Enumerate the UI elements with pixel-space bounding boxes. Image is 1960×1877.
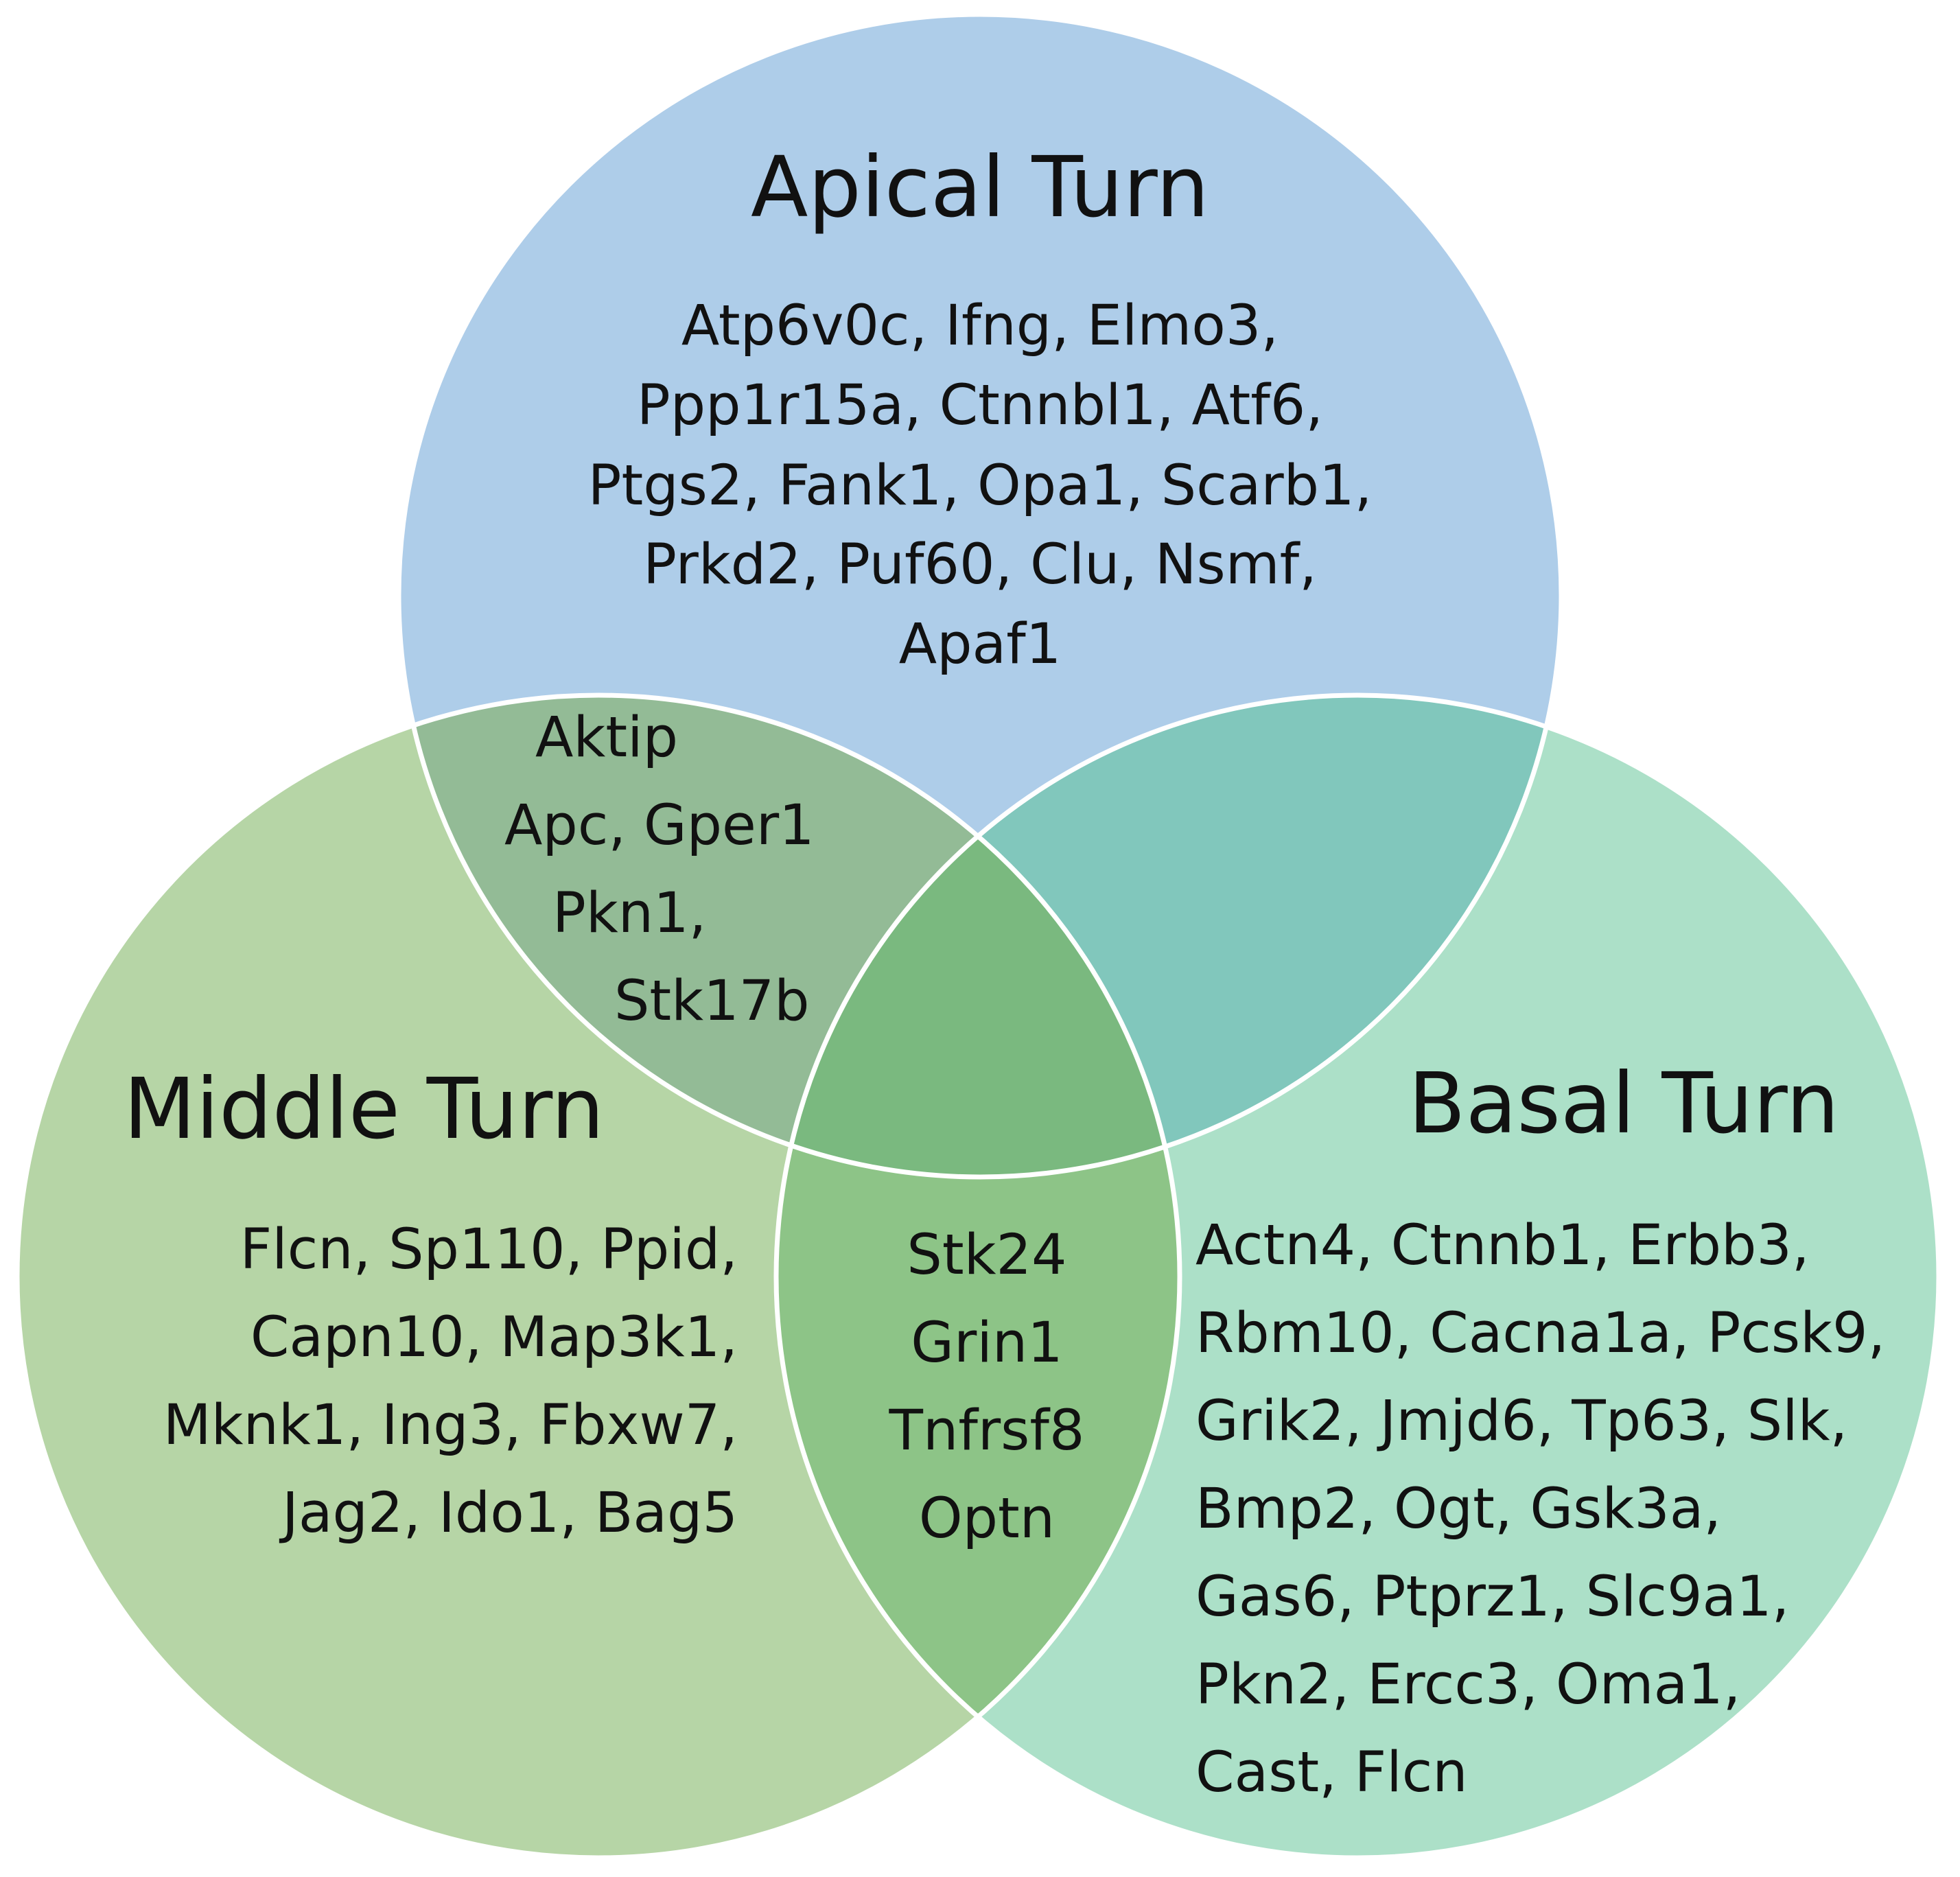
basal-turn-outline [773, 692, 1941, 1861]
gene-line: Rbm10, Cacna1a, Pcsk9, [1195, 1301, 1885, 1366]
gene-line: Flcn, Sp110, Ppid, [240, 1217, 738, 1282]
gene-line: Prkd2, Puf60, Clu, Nsmf, [643, 533, 1317, 597]
gene-line: Stk24 [907, 1223, 1066, 1287]
gene-line: Capn10, Map3k1, [250, 1305, 738, 1370]
gene-line: Atp6v0c, Ifng, Elmo3, [681, 294, 1279, 358]
gene-line: Ppp1r15a, Ctnnbl1, Atf6, [637, 373, 1323, 438]
gene-line: Pkn1, [552, 881, 706, 946]
all-three-overlap [776, 695, 1180, 1177]
gene-line: Ptgs2, Fank1, Opa1, Scarb1, [588, 454, 1373, 518]
gene-line: Aktip [535, 706, 678, 770]
gene-line: Grik2, Jmjd6, Tp63, Slk, [1195, 1389, 1847, 1454]
gene-line: Jag2, Ido1, Bag5 [279, 1481, 738, 1546]
gene-line: Gas6, Ptprz1, Slc9a1, [1195, 1565, 1789, 1629]
gene-line: Stk17b [614, 969, 810, 1034]
basal-only-gene-list: Actn4, Ctnnb1, Erbb3, Rbm10, Cacna1a, Pc… [1195, 1213, 1885, 1805]
gene-line: Optn [919, 1487, 1055, 1551]
apical-only-gene-list: Atp6v0c, Ifng, Elmo3, Ppp1r15a, Ctnnbl1,… [588, 294, 1373, 677]
gene-line: Bmp2, Ogt, Gsk3a, [1195, 1477, 1721, 1541]
middle-turn-outline [14, 692, 1182, 1861]
gene-line: Actn4, Ctnnb1, Erbb3, [1195, 1213, 1810, 1278]
middle-basal-gene-list: Stk24 Grin1 Tnfrsf8 Optn [889, 1223, 1085, 1551]
middle-only-gene-list: Flcn, Sp110, Ppid, Capn10, Map3k1, Mknk1… [163, 1217, 738, 1546]
gene-line: Mknk1, Ing3, Fbxw7, [163, 1393, 738, 1458]
apical-turn-title: Apical Turn [751, 139, 1209, 236]
basal-turn-title: Basal Turn [1408, 1055, 1839, 1152]
gene-line: Apaf1 [899, 612, 1062, 677]
apical-turn-outline [396, 12, 1564, 1180]
gene-line: Cast, Flcn [1195, 1740, 1468, 1805]
gene-line: Tnfrsf8 [889, 1399, 1085, 1463]
gene-line: Pkn2, Ercc3, Oma1, [1195, 1653, 1741, 1717]
middle-turn-title: Middle Turn [124, 1060, 604, 1158]
gene-line: Grin1 [911, 1311, 1062, 1375]
gene-line: Apc, Gper1 [504, 793, 815, 858]
apical-middle-gene-list: Aktip Apc, Gper1 Pkn1, Stk17b [504, 706, 815, 1034]
